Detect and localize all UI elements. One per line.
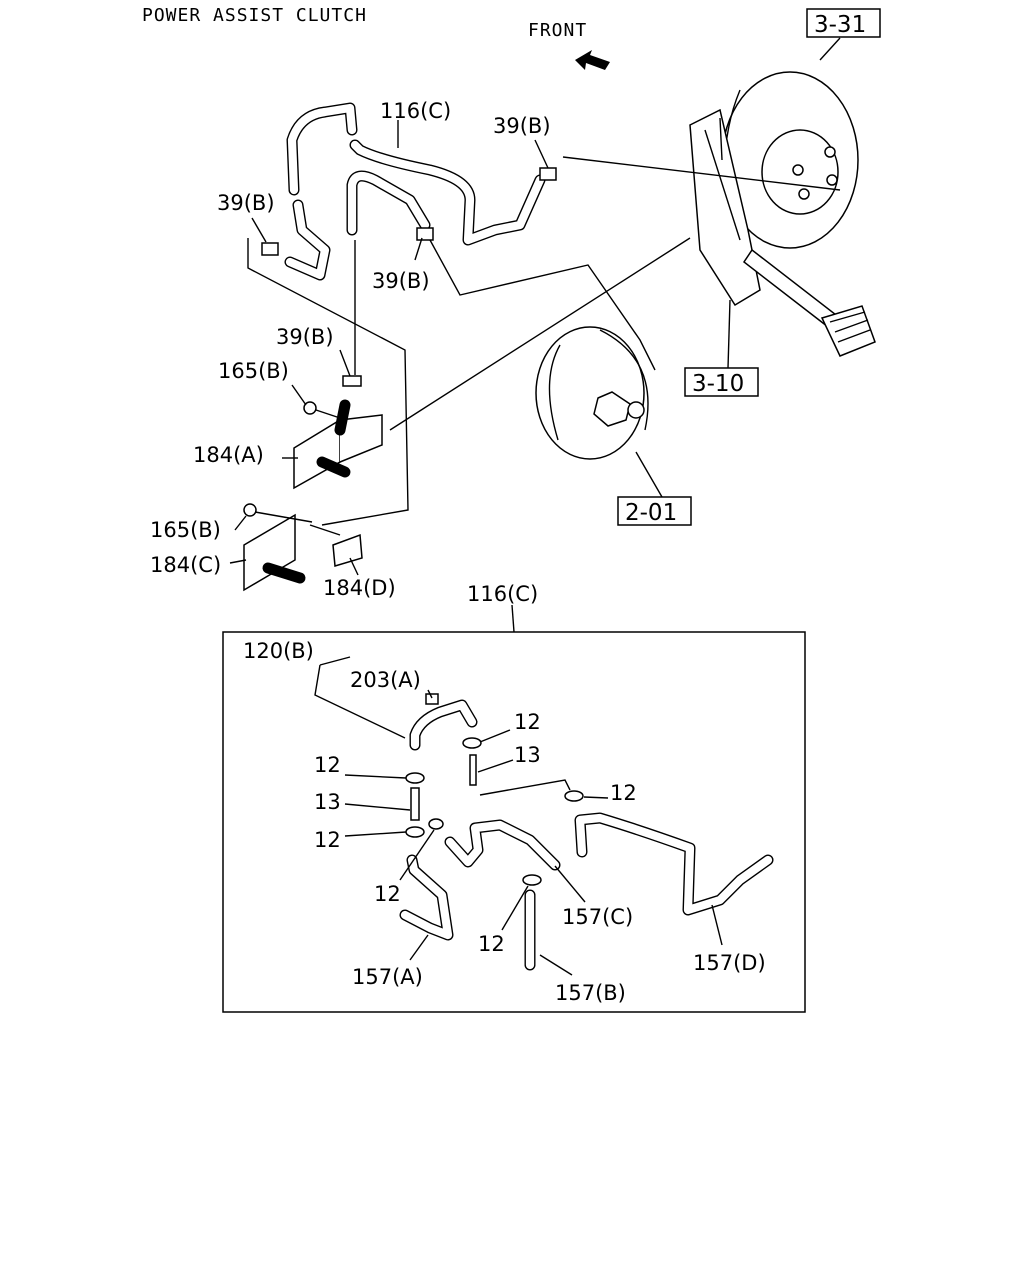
label-203a[interactable]: 203(A) — [350, 668, 421, 692]
label-12-f[interactable]: 12 — [478, 932, 505, 956]
diagram-title: POWER ASSIST CLUTCH — [142, 5, 367, 26]
label-120b[interactable]: 120(B) — [243, 639, 314, 663]
label-184a[interactable]: 184(A) — [193, 443, 264, 467]
svg-text:2-01: 2-01 — [625, 500, 677, 526]
label-12-a[interactable]: 12 — [514, 710, 541, 734]
label-39b-c[interactable]: 39(B) — [372, 269, 430, 293]
label-157b[interactable]: 157(B) — [555, 981, 626, 1005]
upper-leader-lines — [229, 120, 549, 576]
label-165b-a[interactable]: 165(B) — [218, 359, 289, 383]
label-116c-top[interactable]: 116(C) — [380, 99, 451, 123]
label-39b-d[interactable]: 39(B) — [276, 325, 334, 349]
label-184c[interactable]: 184(C) — [150, 553, 221, 577]
brake-booster-drawing — [721, 37, 859, 249]
label-13-b[interactable]: 13 — [314, 790, 341, 814]
svg-text:3-31: 3-31 — [814, 12, 866, 38]
front-arrow-icon — [575, 50, 610, 70]
upper-hose-assembly — [247, 102, 841, 526]
label-165b-b[interactable]: 165(B) — [150, 518, 221, 542]
brackets-drawing — [243, 375, 383, 592]
label-13-a[interactable]: 13 — [514, 743, 541, 767]
label-39b-b[interactable]: 39(B) — [217, 191, 275, 215]
svg-text:3-10: 3-10 — [692, 371, 744, 397]
reference-box-2-01[interactable]: 2-01 — [617, 496, 692, 526]
label-116c-detail[interactable]: 116(C) — [467, 582, 538, 606]
label-12-c[interactable]: 12 — [610, 781, 637, 805]
clutch-pedal-bracket-drawing — [689, 108, 876, 369]
detail-hoses — [399, 693, 774, 971]
label-184d[interactable]: 184(D) — [323, 576, 396, 600]
label-12-b[interactable]: 12 — [314, 753, 341, 777]
detail-leader-lines — [314, 656, 723, 976]
label-157d[interactable]: 157(D) — [693, 951, 766, 975]
front-direction-label: FRONT — [528, 20, 587, 41]
label-12-d[interactable]: 12 — [314, 828, 341, 852]
reference-box-3-10[interactable]: 3-10 — [684, 367, 759, 397]
label-157c[interactable]: 157(C) — [562, 905, 633, 929]
reference-box-3-31[interactable]: 3-31 — [806, 8, 881, 38]
hose-detail-box — [222, 631, 806, 1013]
label-157a[interactable]: 157(A) — [352, 965, 423, 989]
clutch-master-cylinder-drawing — [535, 326, 663, 498]
label-39b-a[interactable]: 39(B) — [493, 114, 551, 138]
label-12-e[interactable]: 12 — [374, 882, 401, 906]
